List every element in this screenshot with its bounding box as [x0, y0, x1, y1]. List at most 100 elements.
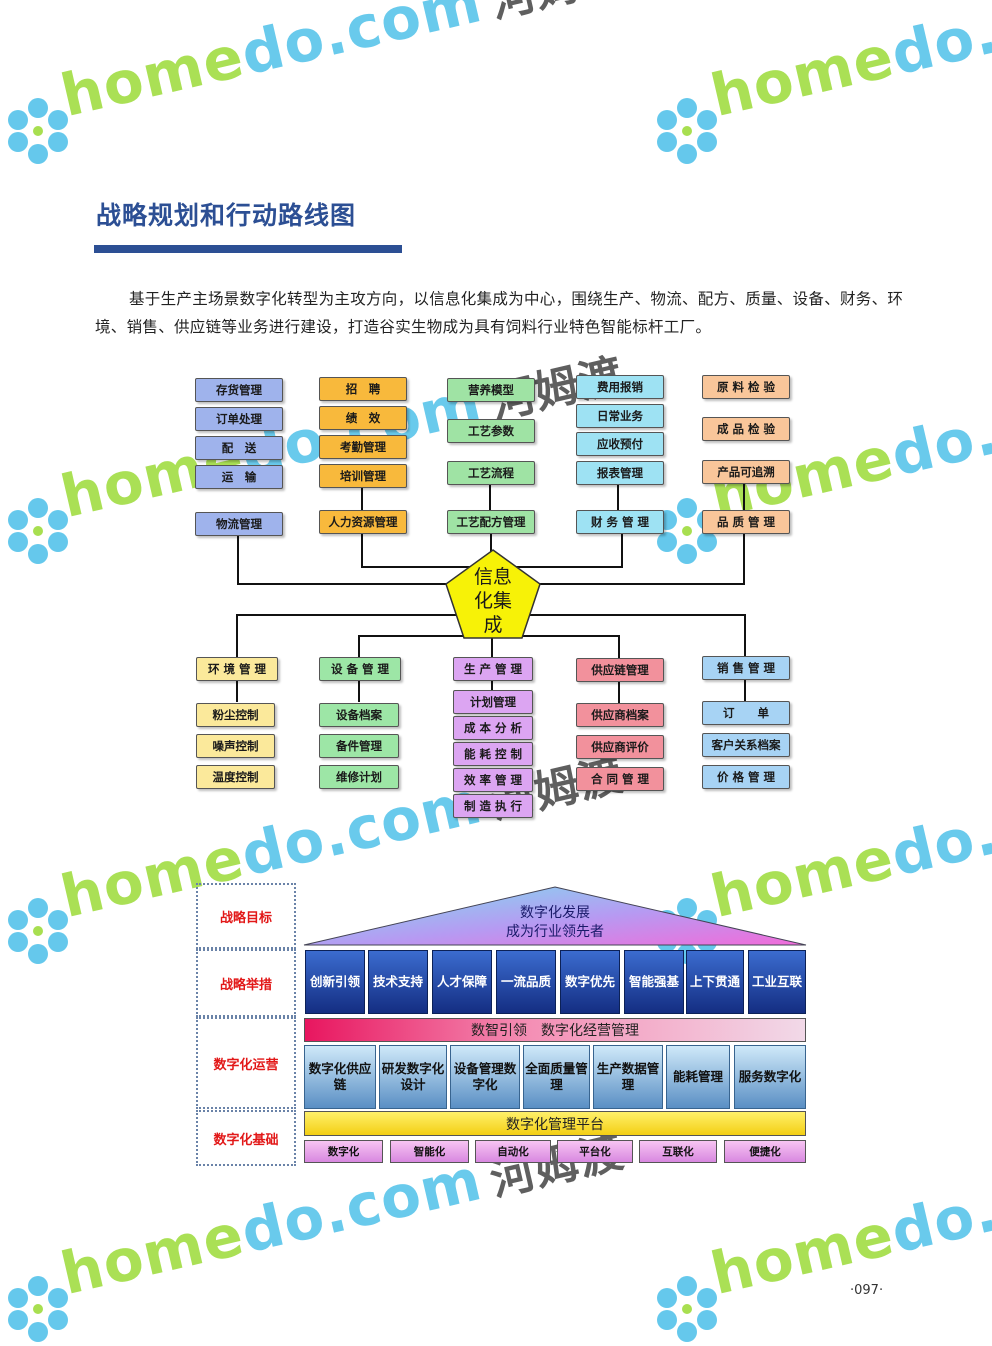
measure-pillar: 上下贯通 — [686, 950, 744, 1014]
finance-item: 应收预付 — [576, 432, 664, 456]
connector-line — [489, 484, 491, 512]
connector-line — [621, 532, 623, 568]
connector-line — [361, 484, 363, 512]
formula-item: 工艺参数 — [447, 419, 535, 443]
environment-item: 温度控制 — [196, 765, 275, 789]
logistics-item: 存货管理 — [195, 378, 283, 402]
connector-line — [491, 678, 493, 690]
foundation-tag: 数字化 — [304, 1140, 383, 1163]
quality-item: 产品可追溯 — [702, 460, 790, 484]
equipment-item: 备件管理 — [319, 734, 399, 758]
connector-line — [617, 484, 619, 512]
production-item: 效 率 管 理 — [453, 768, 533, 792]
logistics-item: 订单处理 — [195, 407, 283, 431]
finance-head: 财 务 管 理 — [576, 510, 664, 534]
section-title: 战略规划和行动路线图 — [96, 201, 357, 230]
finance-item: 费用报销 — [576, 375, 664, 399]
foundation-tag: 互联化 — [639, 1140, 717, 1163]
platform-bar: 数字化管理平台 — [304, 1111, 806, 1136]
flower-logo-icon — [8, 898, 68, 964]
quality-head: 品 质 管 理 — [702, 510, 790, 534]
measure-pillar: 一流品质 — [496, 950, 556, 1014]
hr-item: 考勤管理 — [319, 435, 407, 459]
equipment-item: 设备档案 — [319, 703, 399, 727]
connector-line — [237, 534, 239, 584]
connector-line — [618, 635, 620, 658]
foundation-tag: 平台化 — [557, 1140, 633, 1163]
row-label-goal: 战略目标 — [196, 883, 296, 949]
sales-head: 销 售 管 理 — [702, 656, 790, 680]
title-underline — [94, 245, 402, 253]
supply-chain-item: 供应商档案 — [576, 703, 664, 727]
connector-line — [236, 678, 238, 702]
connector-line — [744, 678, 746, 702]
operation-pillar: 生产数据管理 — [593, 1045, 663, 1109]
connector-line — [490, 532, 492, 554]
operation-pillar: 能耗管理 — [666, 1045, 730, 1109]
environment-head: 环 境 管 理 — [196, 657, 278, 681]
house-roof — [303, 886, 807, 946]
operation-pillar: 数字化供应链 — [304, 1045, 376, 1109]
production-item: 能 耗 控 制 — [453, 742, 533, 766]
connector-line — [358, 678, 360, 702]
operation-pillar: 全面质量管理 — [523, 1045, 590, 1109]
flower-logo-icon — [8, 498, 68, 564]
quality-item: 原 料 检 验 — [702, 375, 790, 399]
quality-item: 成 品 检 验 — [702, 417, 790, 441]
production-item: 成 本 分 析 — [453, 716, 533, 740]
production-item: 计划管理 — [453, 690, 533, 714]
foundation-tag: 自动化 — [475, 1140, 551, 1163]
sales-item: 客户关系档案 — [702, 733, 790, 757]
supply-chain-item: 合 同 管 理 — [576, 767, 664, 791]
finance-item: 日常业务 — [576, 404, 664, 428]
supply-chain-item: 供应商评价 — [576, 735, 664, 759]
roof-line-1: 数字化发展 — [520, 905, 590, 921]
hr-item: 培训管理 — [319, 464, 407, 488]
watermark-text: homedo.com河姆渡 — [54, 349, 629, 531]
connector-line — [237, 583, 447, 585]
watermark-text: homedo.com河姆渡 — [54, 0, 629, 131]
connector-line — [236, 614, 238, 658]
hr-item: 招 聘 — [319, 377, 407, 401]
logistics-item: 运 输 — [195, 465, 283, 489]
production-head: 生 产 管 理 — [453, 657, 533, 681]
row-label-operations: 数字化运营 — [196, 1017, 296, 1109]
watermark-text: homedo.com — [704, 0, 992, 131]
formula-item: 营养模型 — [447, 378, 535, 402]
operation-pillar: 研发数字化设计 — [379, 1045, 447, 1109]
hr-item: 绩 效 — [319, 406, 407, 430]
environment-item: 噪声控制 — [196, 734, 275, 758]
hr-head: 人力资源管理 — [319, 510, 407, 534]
supply-chain-head: 供应链管理 — [576, 658, 664, 682]
connector-line — [358, 635, 360, 658]
foundation-tag: 便捷化 — [724, 1140, 806, 1163]
measure-pillar: 人才保障 — [432, 950, 492, 1014]
flower-logo-icon — [657, 98, 717, 164]
watermark-text: homedo.com — [704, 1145, 992, 1308]
center-label: 信息化集成 — [473, 566, 512, 636]
equipment-head: 设 备 管 理 — [319, 657, 401, 681]
flower-logo-icon — [8, 1276, 68, 1342]
measure-pillar: 工业互联 — [748, 950, 806, 1014]
operation-pillar: 服务数字化 — [734, 1045, 806, 1109]
operation-pillar: 设备管理数字化 — [450, 1045, 520, 1109]
row-label-foundation: 数字化基础 — [196, 1110, 296, 1166]
page-number: ·097· — [850, 1283, 884, 1298]
logistics-head: 物流管理 — [195, 512, 283, 536]
formula-item: 工艺流程 — [447, 461, 535, 485]
intro-paragraph: 基于生产主场景数字化转型为主攻方向，以信息化集成为中心，围绕生产、物流、配方、质… — [95, 290, 904, 336]
environment-item: 粉尘控制 — [196, 703, 275, 727]
connector-line — [743, 484, 745, 512]
logistics-item: 配 送 — [195, 436, 283, 460]
measure-pillar: 创新引领 — [305, 950, 365, 1014]
sales-item: 订 单 — [702, 701, 790, 725]
sales-item: 价 格 管 理 — [702, 765, 790, 789]
measure-pillar: 数字优先 — [560, 950, 620, 1014]
connector-line — [743, 532, 745, 585]
roof-line-2: 成为行业领先者 — [506, 924, 604, 940]
production-item: 制 造 执 行 — [453, 794, 533, 818]
foundation-tag: 智能化 — [390, 1140, 469, 1163]
finance-item: 报表管理 — [576, 461, 664, 485]
measure-pillar: 智能强基 — [624, 950, 684, 1014]
connector-line — [361, 532, 363, 568]
